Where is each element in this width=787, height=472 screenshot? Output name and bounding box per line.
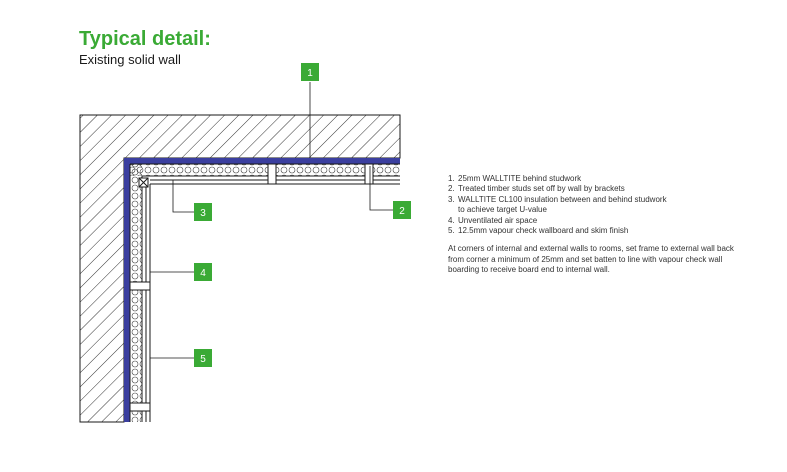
notes-paragraph: At corners of internal and external wall… [448, 244, 734, 275]
timber-stud [129, 281, 151, 291]
callout-marker-1: 1 [301, 63, 319, 81]
board-outline-vertical [129, 164, 151, 422]
page-title: Typical detail: [79, 28, 211, 50]
walltite-layer [124, 158, 400, 422]
note-item: 1.25mm WALLTITE behind studwork [448, 174, 582, 183]
svg-text:1: 1 [307, 68, 313, 79]
note-item: 4.Unventilated air space [448, 215, 538, 225]
leader-line-2 [369, 166, 393, 211]
leader-line-3 [172, 180, 194, 213]
callout-marker-5: 5 [194, 349, 212, 367]
note-item: 3.WALLTITE CL100 insulation between and … [448, 194, 667, 215]
svg-text:5: 5 [200, 354, 206, 365]
notes-list: 1.25mm WALLTITE behind studwork 2.Treate… [448, 174, 748, 236]
timber-stud [364, 163, 374, 185]
svg-text:2: 2 [399, 206, 405, 217]
callout-marker-3: 3 [194, 203, 212, 221]
timber-stud [129, 402, 151, 412]
callout-marker-4: 4 [194, 263, 212, 281]
note-item: 2.Treated timber studs set off by wall b… [448, 184, 625, 194]
insulation-horizontal [130, 164, 400, 176]
notes-panel: 1.25mm WALLTITE behind studwork 2.Treate… [448, 174, 748, 284]
svg-text:4: 4 [200, 268, 206, 279]
note-item: 5.12.5mm vapour check wallboard and skim… [448, 226, 629, 236]
svg-text:3: 3 [200, 208, 206, 219]
insulation-vertical [130, 164, 142, 422]
page-subtitle: Existing solid wall [79, 52, 181, 67]
timber-stud [267, 163, 277, 185]
callout-marker-2: 2 [393, 201, 411, 219]
